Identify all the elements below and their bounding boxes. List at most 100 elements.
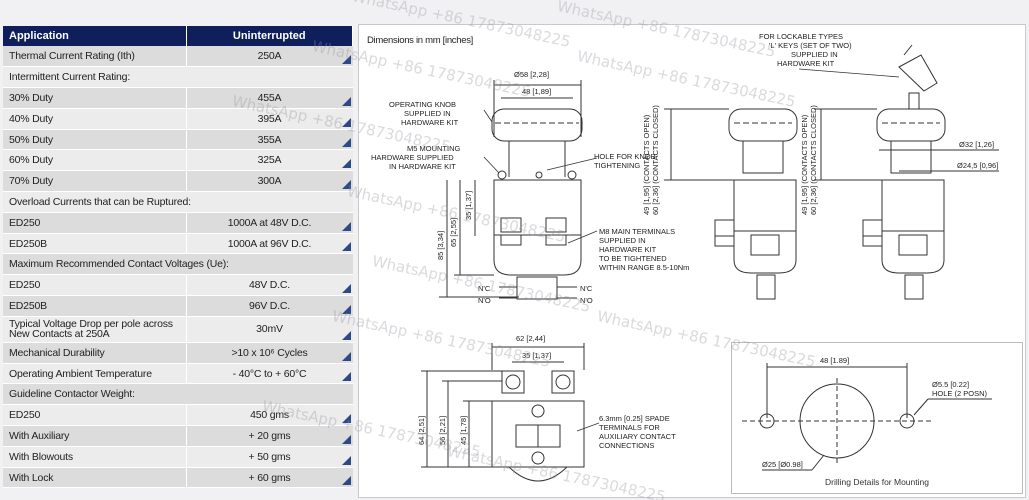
svg-text:Ø24,5 [0,96]: Ø24,5 [0,96] <box>957 161 998 170</box>
svg-text:SUPPLIED IN: SUPPLIED IN <box>791 50 838 59</box>
svg-text:Ø25 [Ø0.98]: Ø25 [Ø0.98] <box>762 460 803 469</box>
row-label: 40% Duty <box>3 108 187 130</box>
svg-text:N'C: N'C <box>580 284 593 293</box>
svg-text:45 [1,78]: 45 [1,78] <box>459 416 468 445</box>
svg-text:HARDWARE SUPPLIED: HARDWARE SUPPLIED <box>371 153 454 162</box>
row-value: 250A <box>186 46 353 68</box>
section-label: Intermittent Current Rating: <box>3 66 353 89</box>
row-label: ED250 <box>3 274 187 297</box>
section-label: Overload Currents that can be Ruptured: <box>3 191 353 213</box>
svg-text:49 [1,95] (CONTACTS OPEN): 49 [1,95] (CONTACTS OPEN) <box>800 114 809 215</box>
row-value: 1000A at 96V D.C. <box>186 233 353 255</box>
svg-text:Ø32 [1,26]: Ø32 [1,26] <box>959 140 994 149</box>
svg-text:35 [1,37]: 35 [1,37] <box>464 191 473 220</box>
section-label: Maximum Recommended Contact Voltages (Ue… <box>3 253 353 276</box>
svg-text:49 [1,95] (CONTACTS OPEN): 49 [1,95] (CONTACTS OPEN) <box>642 114 651 215</box>
side-view-lockable <box>814 44 999 300</box>
table-row: Thermal Current Rating (Ith)250A <box>3 46 353 68</box>
row-value: + 60 gms <box>186 467 353 489</box>
dimension-drawing: Dimensions in mm [inches] <box>358 24 1026 498</box>
svg-text:FOR LOCKABLE TYPES: FOR LOCKABLE TYPES <box>759 32 843 41</box>
technical-drawing-svg: Ø58 [2,28] 48 [1,89] OPERATING KNOB SUPP… <box>371 32 999 482</box>
row-value: >10 x 10⁶ Cycles <box>186 342 353 364</box>
svg-text:WITHIN RANGE 8.5-10Nm: WITHIN RANGE 8.5-10Nm <box>599 263 689 272</box>
table-row: Operating Ambient Temperature- 40°C to +… <box>3 363 353 385</box>
row-label: Thermal Current Rating (Ith) <box>3 46 187 68</box>
drawing-title: Dimensions in mm [inches] <box>367 35 474 46</box>
corner-marker-icon <box>341 455 351 465</box>
corner-marker-icon <box>341 117 351 127</box>
svg-text:CONNECTIONS: CONNECTIONS <box>599 441 654 450</box>
row-label: Typical Voltage Drop per pole across New… <box>3 316 187 343</box>
drilling-svg: 48 [1.89] Ø5.5 [0.22] HOLE (2 POSN) Ø25 … <box>742 356 992 471</box>
corner-marker-icon <box>341 284 351 294</box>
svg-text:N'C: N'C <box>478 284 491 293</box>
svg-text:HARDWARE KIT: HARDWARE KIT <box>401 118 459 127</box>
row-label: 30% Duty <box>3 87 187 109</box>
row-value: + 20 gms <box>186 425 353 447</box>
svg-text:6.3mm [0.25] SPADE: 6.3mm [0.25] SPADE <box>599 414 670 423</box>
svg-text:M8 MAIN TERMINALS: M8 MAIN TERMINALS <box>599 227 675 236</box>
svg-text:48 [1.89]: 48 [1.89] <box>820 356 849 365</box>
corner-marker-icon <box>341 138 351 148</box>
corner-marker-icon <box>341 180 351 190</box>
table-row: With Blowouts+ 50 gms <box>3 446 353 468</box>
row-label: Mechanical Durability <box>3 342 187 364</box>
table-header: Application Uninterrupted <box>3 26 353 46</box>
svg-text:AUXILIARY CONTACT: AUXILIARY CONTACT <box>599 432 676 441</box>
corner-marker-icon <box>341 55 351 65</box>
row-label: ED250 <box>3 404 187 427</box>
bottom-view <box>421 343 585 482</box>
svg-text:IN HARDWARE KIT: IN HARDWARE KIT <box>389 162 456 171</box>
table-row: With Lock+ 60 gms <box>3 467 353 489</box>
row-label: 70% Duty <box>3 170 187 193</box>
svg-text:Ø5.5 [0.22]: Ø5.5 [0.22] <box>932 380 969 389</box>
row-value: 300A <box>186 170 353 193</box>
row-value: 30mV <box>186 316 353 343</box>
svg-text:OPERATING KNOB: OPERATING KNOB <box>389 100 456 109</box>
row-label: With Lock <box>3 467 187 489</box>
svg-text:HARDWARE KIT: HARDWARE KIT <box>599 245 657 254</box>
corner-marker-icon <box>341 96 351 106</box>
row-value: + 50 gms <box>186 446 353 468</box>
row-value: 1000A at 48V D.C. <box>186 212 353 234</box>
corner-marker-icon <box>341 414 351 424</box>
svg-text:TO BE TIGHTENED: TO BE TIGHTENED <box>599 254 667 263</box>
svg-text:TERMINALS FOR: TERMINALS FOR <box>599 423 660 432</box>
svg-text:SUPPLIED IN: SUPPLIED IN <box>599 236 646 245</box>
row-value: 395A <box>186 108 353 130</box>
front-view <box>439 80 583 300</box>
drilling-details-box: 48 [1.89] Ø5.5 [0.22] HOLE (2 POSN) Ø25 … <box>731 342 1023 494</box>
row-value: - 40°C to + 60°C <box>186 363 353 385</box>
table-section-row: Maximum Recommended Contact Voltages (Ue… <box>3 253 353 276</box>
header-uninterrupted: Uninterrupted <box>186 26 353 46</box>
corner-marker-icon <box>341 159 351 169</box>
svg-text:60 [2,36] (CONTACTS CLOSED): 60 [2,36] (CONTACTS CLOSED) <box>651 105 660 215</box>
row-label: With Blowouts <box>3 446 187 468</box>
table-section-row: Intermittent Current Rating: <box>3 66 353 89</box>
svg-text:64 [2,51]: 64 [2,51] <box>417 416 426 445</box>
row-value: 450 gms <box>186 404 353 427</box>
svg-text:N'O: N'O <box>580 296 593 305</box>
svg-text:HARDWARE KIT: HARDWARE KIT <box>777 59 835 68</box>
row-value: 96V D.C. <box>186 295 353 317</box>
svg-text:65 [2,55]: 65 [2,55] <box>449 218 458 247</box>
corner-marker-icon <box>341 221 351 231</box>
row-label: ED250 <box>3 212 187 234</box>
table-section-row: Overload Currents that can be Ruptured: <box>3 191 353 213</box>
svg-text:TIGHTENING: TIGHTENING <box>594 161 640 170</box>
corner-marker-icon <box>341 351 351 361</box>
corner-marker-icon <box>341 434 351 444</box>
row-value: 48V D.C. <box>186 274 353 297</box>
row-label: ED250B <box>3 233 187 255</box>
svg-text:HOLE (2 POSN): HOLE (2 POSN) <box>932 389 988 398</box>
corner-marker-icon <box>341 476 351 486</box>
